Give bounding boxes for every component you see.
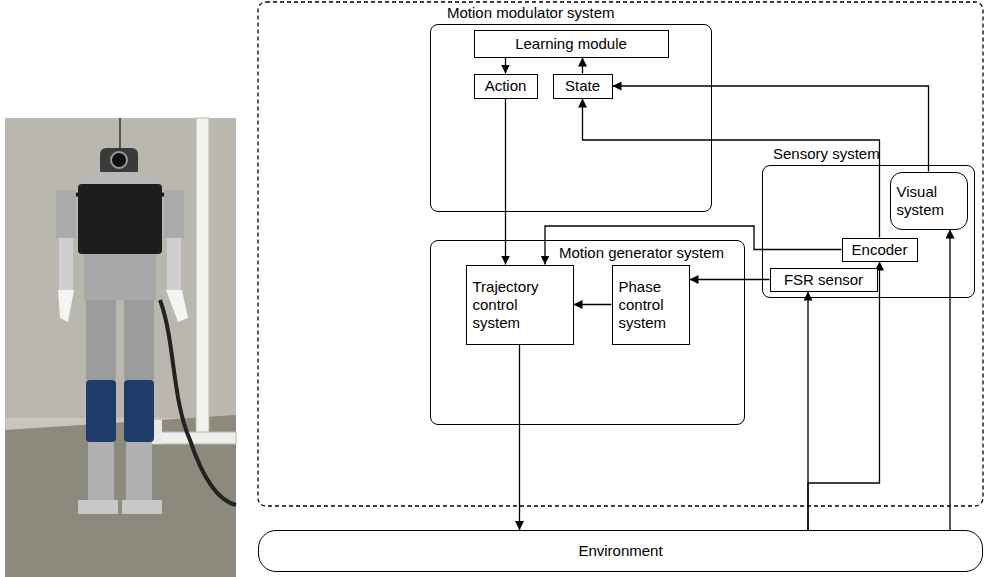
- robot-leg: [86, 300, 116, 380]
- robot-knee: [124, 380, 154, 442]
- robot-arm: [167, 238, 181, 290]
- robot-head: [100, 148, 138, 176]
- photo-background: [5, 118, 236, 577]
- robot-hand: [58, 290, 74, 322]
- box-label: Trajectory control system: [473, 278, 567, 332]
- group-box: Sensory systemVisual systemEncoderFSR se…: [762, 165, 975, 298]
- robot-leg: [124, 300, 154, 380]
- box-label: Visual system: [897, 183, 961, 219]
- robot-arm: [59, 238, 73, 290]
- box-label: FSR sensor: [784, 271, 863, 289]
- flow-arrow: [545, 226, 842, 265]
- process-box: State: [553, 74, 613, 99]
- robot-hip: [84, 254, 156, 300]
- flow-arrow: [505, 58, 506, 74]
- robot-knee: [86, 380, 116, 442]
- process-box: Phase control system: [612, 265, 690, 345]
- suspension-cable: [119, 118, 121, 148]
- group-heading: Motion modulator system: [447, 4, 615, 22]
- robot-foot: [78, 500, 118, 514]
- robot-arm: [56, 190, 76, 238]
- flow-arrow: [613, 86, 929, 172]
- robot-camera: [111, 152, 127, 168]
- flow-arrow: [583, 99, 880, 238]
- group-heading: Motion generator system: [559, 244, 724, 262]
- environment-box: Environment: [258, 530, 983, 572]
- robot-foot: [122, 500, 162, 514]
- sensor-box: Encoder: [842, 238, 918, 262]
- group-box: Motion modulator systemLearning moduleAc…: [430, 24, 712, 212]
- robot-hand: [166, 290, 188, 322]
- box-label: Action: [485, 77, 527, 95]
- flow-arrow: [949, 230, 950, 531]
- box-label: Learning module: [515, 35, 627, 53]
- system-boundary: [258, 2, 983, 506]
- box-label: Phase control system: [619, 278, 683, 332]
- box-label: State: [565, 77, 600, 95]
- sensor-box: Visual system: [890, 172, 968, 230]
- group-heading: Sensory system: [773, 145, 880, 163]
- sensor-box: FSR sensor: [770, 268, 878, 292]
- process-box: Learning module: [474, 30, 669, 58]
- robot-leg: [88, 442, 114, 502]
- flow-arrow: [519, 345, 520, 531]
- box-label: Environment: [578, 542, 662, 560]
- process-box: Action: [474, 74, 538, 99]
- process-box: Trajectory control system: [466, 265, 574, 345]
- robot-torso: [78, 184, 162, 254]
- robot-cable: [160, 300, 236, 505]
- photo-floor: [5, 415, 236, 577]
- robot-frame: [85, 172, 155, 186]
- flow-arrow: [808, 262, 880, 531]
- flow-arrow: [582, 58, 583, 74]
- flow-arrow: [574, 304, 612, 305]
- robot-arm: [164, 190, 184, 238]
- flow-arrow: [690, 279, 770, 280]
- group-box: Motion generator systemTrajectory contro…: [430, 240, 745, 425]
- box-label: Encoder: [852, 241, 908, 259]
- robot-leg: [126, 442, 152, 502]
- robot-wires: [62, 194, 178, 228]
- support-pipe: [196, 118, 209, 438]
